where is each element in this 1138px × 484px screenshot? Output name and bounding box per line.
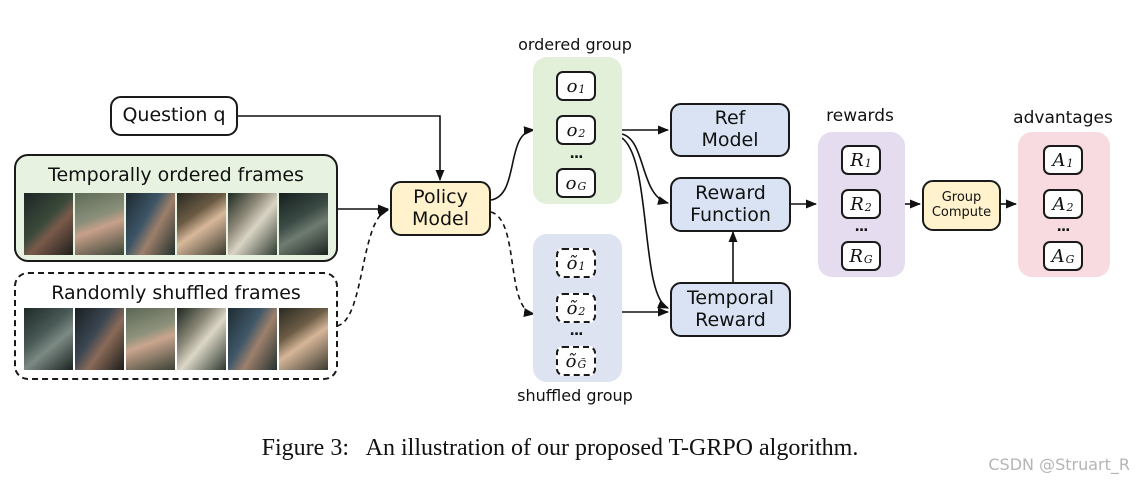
arrow-policy-to-shuffled xyxy=(490,211,536,318)
arrow-ordered-to-reward xyxy=(621,133,670,205)
frame-image xyxy=(228,308,277,370)
frame-image xyxy=(126,193,175,255)
arrow-shuffled-to-policy xyxy=(336,208,390,327)
arrow-policy-to-ordered xyxy=(490,126,536,201)
frame-image xyxy=(177,308,226,370)
group-compute-label: Group Compute xyxy=(931,189,992,220)
ref-model-box: Ref Model xyxy=(670,103,790,157)
temporal-reward-label: Temporal Reward xyxy=(687,286,774,331)
shuffled-frames-strip xyxy=(24,308,328,370)
frame-image xyxy=(177,193,226,255)
reward-function-box: Reward Function xyxy=(670,177,791,232)
temporal-reward-box: Temporal Reward xyxy=(670,282,791,337)
caption-text: An illustration of our proposed T-GRPO a… xyxy=(365,435,859,461)
arrow-question-to-policy xyxy=(238,115,445,182)
advantages-title: advantages xyxy=(1013,108,1113,128)
shuffled-ellipsis: ... xyxy=(569,323,584,339)
frame-image xyxy=(75,308,124,370)
frame-image xyxy=(24,193,73,255)
frame-image xyxy=(279,308,328,370)
caption-label: Figure 3: xyxy=(261,435,349,461)
policy-model-box: Policy Model xyxy=(390,181,491,236)
frame-image xyxy=(279,193,328,255)
policy-model-label: Policy Model xyxy=(411,185,470,230)
frame-image xyxy=(228,193,277,255)
shuffled-frames-label: Randomly shuffled frames xyxy=(51,282,301,304)
frame-image xyxy=(75,193,124,255)
ordered-ellipsis: ... xyxy=(569,146,584,162)
group-compute-box: Group Compute xyxy=(922,180,1001,231)
figure-caption: Figure 3: An illustration of our propose… xyxy=(150,435,970,462)
rewards-title: rewards xyxy=(826,106,894,126)
watermark: CSDN @Struart_R xyxy=(988,455,1130,474)
reward-function-label: Reward Function xyxy=(690,181,771,226)
ref-model-label: Ref Model xyxy=(701,107,759,151)
arrow-ordered-to-temporal xyxy=(621,137,670,309)
frame-image xyxy=(126,308,175,370)
question-box: Question q xyxy=(110,96,238,136)
rewards-ellipsis: ... xyxy=(854,219,869,235)
question-label: Question q xyxy=(122,104,226,127)
advantages-ellipsis: ... xyxy=(1056,219,1071,235)
ordered-frames-label: Temporally ordered frames xyxy=(48,164,304,186)
frame-image xyxy=(24,308,73,370)
shuffled-group-title: shuffled group xyxy=(517,386,633,405)
ordered-frames-strip xyxy=(24,193,328,255)
ordered-group-title: ordered group xyxy=(518,35,632,54)
